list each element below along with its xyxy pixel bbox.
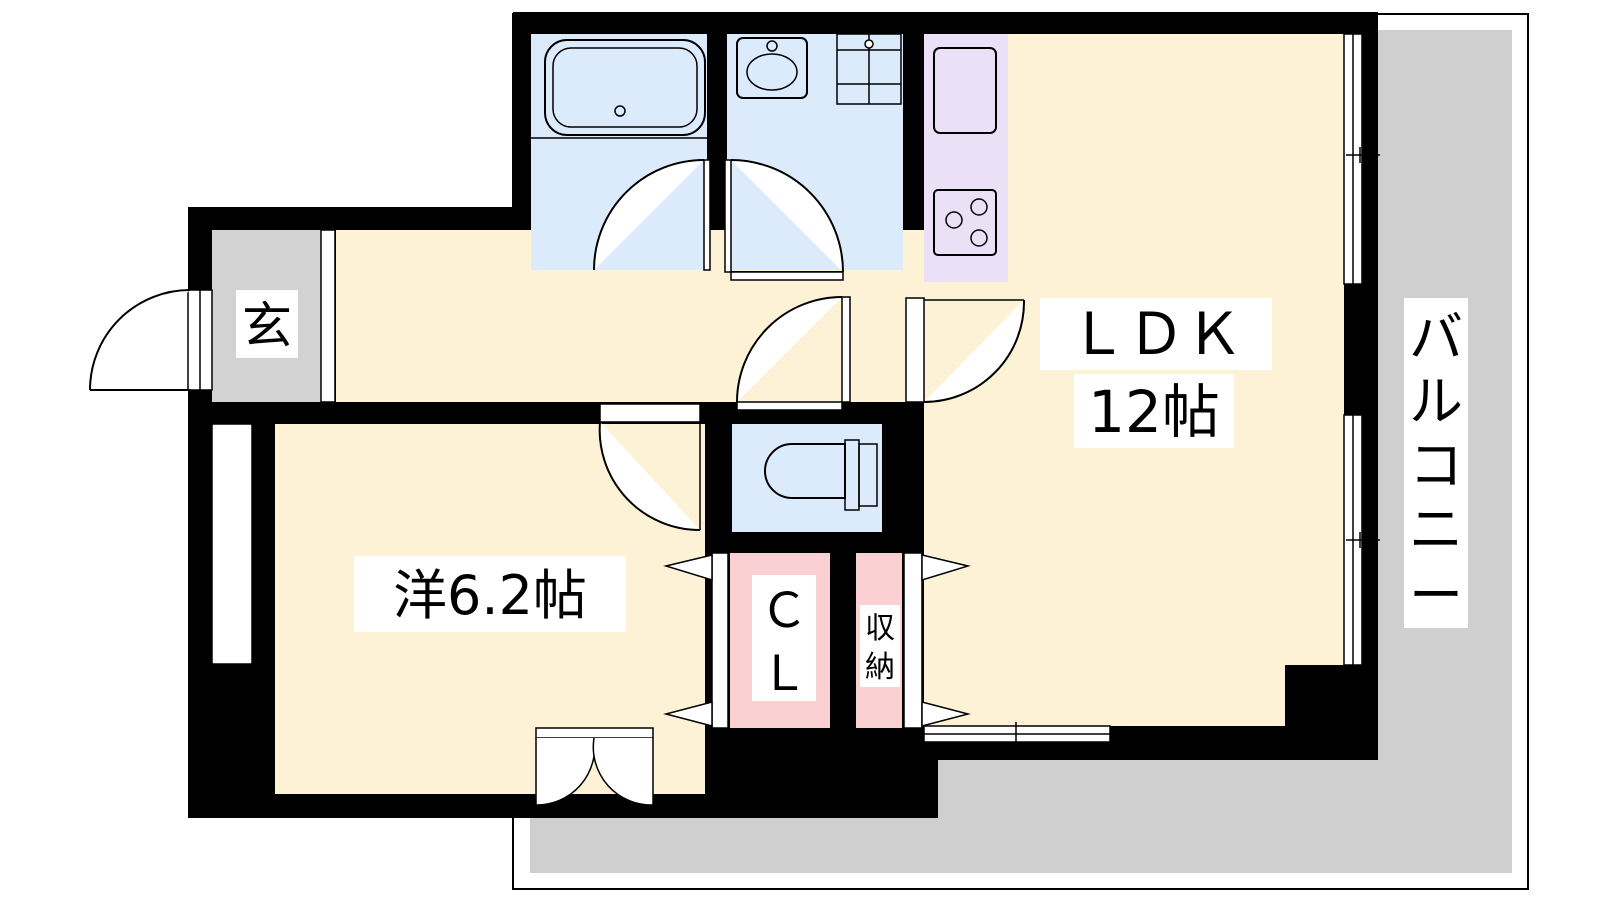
ldk-door xyxy=(905,297,1026,403)
entrance-label-text: 玄 xyxy=(242,297,292,355)
washroom-door xyxy=(724,159,844,281)
balcony-label-char: ー xyxy=(1409,564,1463,627)
washer-icon xyxy=(836,33,902,105)
closet-label: Ｃ Ｌ xyxy=(752,575,816,702)
kitchen-floor xyxy=(924,34,1008,282)
room-floors xyxy=(212,34,1345,794)
entrance-label: 玄 xyxy=(236,290,298,358)
storage-label: 収 納 xyxy=(860,605,900,687)
western-room-label: 洋6.2帖 xyxy=(354,556,626,632)
toilet-floor xyxy=(732,424,882,532)
washbasin-icon xyxy=(736,37,808,99)
balcony-label-char: バ xyxy=(1409,306,1463,369)
closet-doors xyxy=(663,552,729,729)
western-room-door xyxy=(598,403,701,532)
toilet-icon xyxy=(764,439,878,511)
storage-label-line2: 納 xyxy=(865,650,895,685)
balcony-label-char: ニ xyxy=(1409,498,1463,561)
entrance-door xyxy=(89,289,213,391)
bathtub-icon xyxy=(531,39,707,139)
hallway-door xyxy=(736,296,851,411)
western-room-label-text: 洋6.2帖 xyxy=(393,564,587,627)
entrance-step xyxy=(320,229,336,403)
bath-door xyxy=(593,159,711,271)
ldk-label-line1: ＬＤＫ xyxy=(1069,300,1243,368)
balcony-double-door xyxy=(535,727,654,806)
storage-doors xyxy=(903,552,971,729)
balcony-label-char: ル xyxy=(1409,370,1463,433)
closet-label-line2: Ｌ xyxy=(760,646,808,702)
balcony-label: バ ル コ ニ ー xyxy=(1404,298,1468,628)
closet-label-line1: Ｃ xyxy=(760,583,808,639)
ldk-label-line2: 12帖 xyxy=(1088,378,1220,446)
west-window xyxy=(211,423,253,665)
ldk-label: ＬＤＫ 12帖 xyxy=(1040,298,1272,448)
balcony-label-char: コ xyxy=(1409,434,1463,497)
south-sliding-window xyxy=(923,722,1111,756)
storage-label-line1: 収 xyxy=(865,611,895,646)
east-sliding-window xyxy=(1343,33,1380,666)
sink-icon xyxy=(933,47,997,134)
stove-icon xyxy=(933,189,997,256)
